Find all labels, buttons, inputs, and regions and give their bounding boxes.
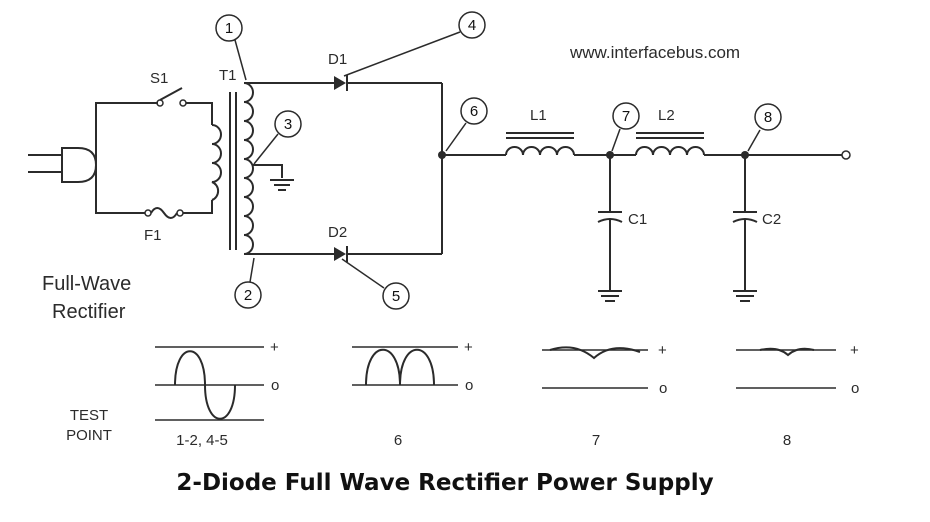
waveform-1-label: 1-2, 4-5 [176,432,228,449]
label-c1: C1 [628,211,647,228]
label-d2: D2 [328,224,347,241]
primary-circuit [95,87,222,219]
marker-7: 7 [622,108,630,125]
marker-8: 8 [764,109,772,126]
waveform-3-zero: o [659,380,667,397]
waveform-sine: + o 1-2, 4-5 [155,339,279,449]
diagram-title: 2-Diode Full Wave Rectifier Power Supply [176,470,713,496]
caption-line1: Full-Wave [42,273,131,295]
marker-2: 2 [244,287,252,304]
waveform-4-plus: + [850,342,859,359]
waveform-1-plus: + [270,339,279,356]
secondary-coil [243,82,294,255]
marker-6: 6 [470,103,478,120]
marker-1: 1 [225,20,233,37]
label-l2: L2 [658,107,675,124]
waveform-4-zero: o [851,380,859,397]
label-l1: L1 [530,107,547,124]
waveform-3-plus: + [658,342,667,359]
website-url: www.interfacebus.com [569,43,740,62]
label-t1: T1 [219,67,237,84]
transformer-core [229,92,237,250]
caption-line2: Rectifier [52,301,126,323]
waveform-2-zero: o [465,377,473,394]
waveform-4-label: 8 [783,432,791,449]
waveform-3-label: 7 [592,432,600,449]
label-d1: D1 [328,51,347,68]
ac-plug [28,147,98,183]
waveform-2-plus: + [464,339,473,356]
label-c2: C2 [762,211,781,228]
marker-3: 3 [284,116,292,133]
test-point-markers: 1 2 3 4 5 6 7 8 [215,11,782,310]
waveform-2-label: 6 [394,432,402,449]
label-f1: F1 [144,227,162,244]
label-s1: S1 [150,70,168,87]
waveform-ripple: + o 7 [542,342,667,449]
test-point-header-line2: POINT [66,427,112,444]
test-point-header-line1: TEST [70,407,108,424]
waveform-1-zero: o [271,377,279,394]
waveform-small-ripple: + o 8 [736,342,859,449]
marker-5: 5 [392,288,400,305]
filter-chain [442,132,851,302]
waveform-rectified: + o 6 [352,339,473,449]
marker-4: 4 [468,17,476,34]
